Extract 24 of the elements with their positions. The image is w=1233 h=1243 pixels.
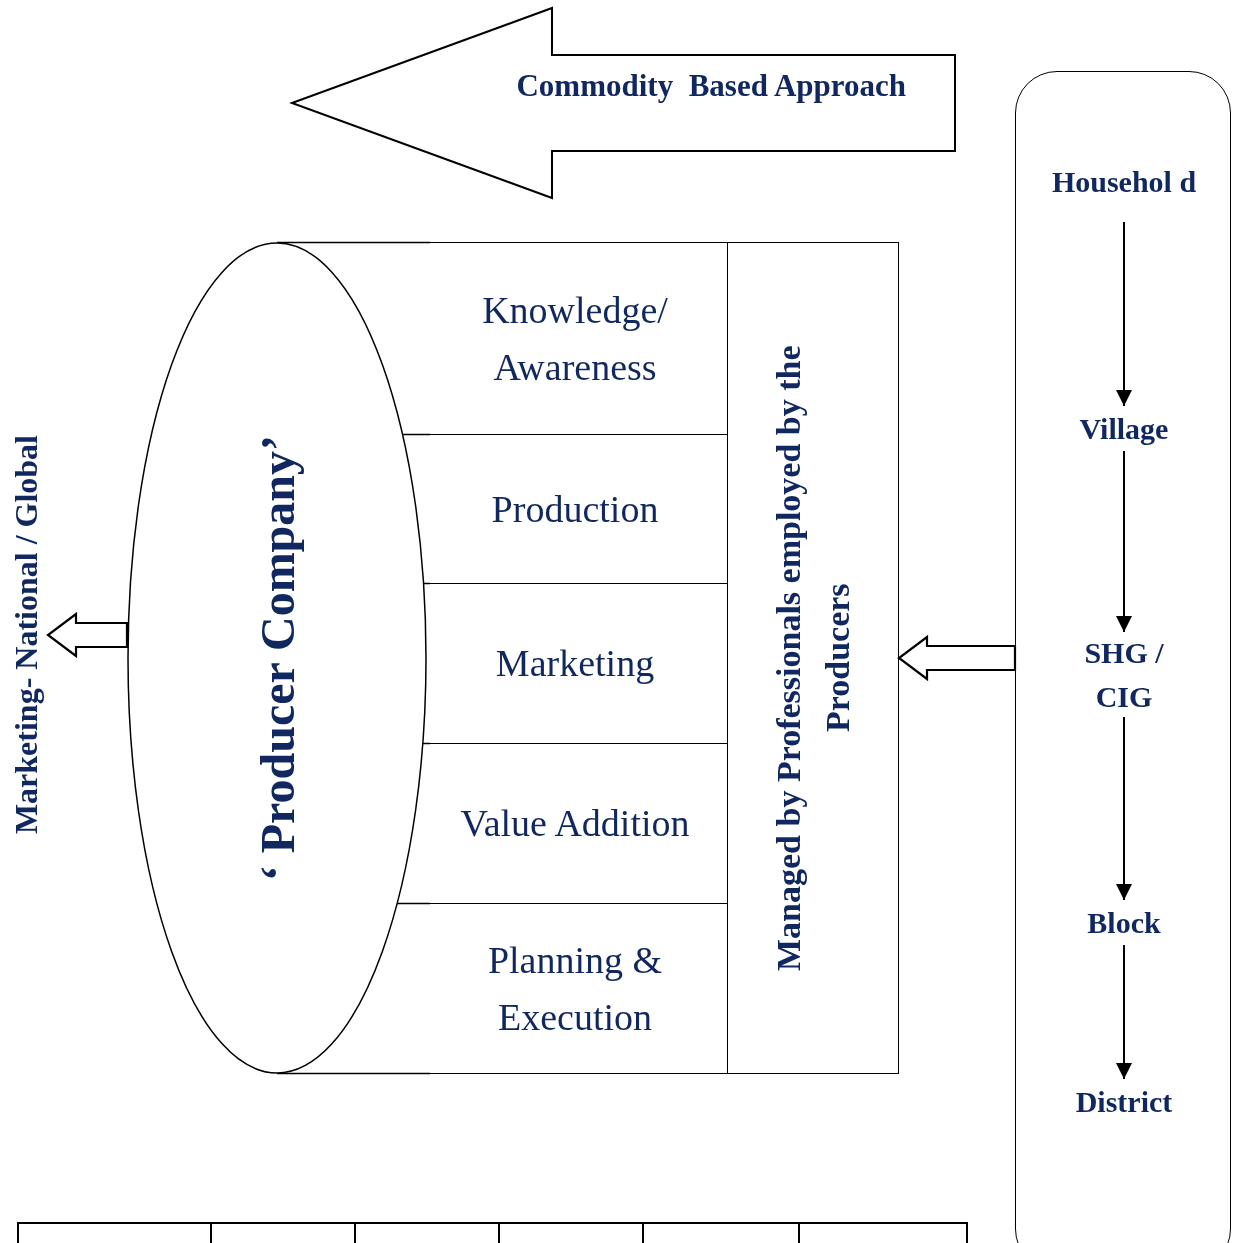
arrow [1116, 944, 1132, 1080]
arrow [1116, 450, 1132, 633]
arrow [1116, 716, 1132, 901]
node-label: ‘ Producer Company’ [249, 434, 305, 882]
column-label: Managed by Professionals employed by the Producers [768, 344, 857, 973]
process-column [727, 242, 899, 1074]
cell-label: Knowledge/ Awareness [481, 287, 669, 390]
block-arrow [897, 634, 1017, 682]
cell-label: Production [491, 486, 659, 532]
cell-label: Planning & Execution [486, 937, 664, 1040]
arrow-label: Commodity Based Approach [516, 68, 906, 104]
process-cell [429, 903, 727, 1074]
arrow [1116, 221, 1132, 407]
level-label: Block [1087, 904, 1161, 941]
cell-label: Marketing [495, 641, 655, 686]
ellipse [127, 242, 427, 1074]
block-arrow [46, 611, 129, 659]
cell-label: Value Addition [460, 801, 690, 846]
level-label: SHG / CIG [1083, 635, 1165, 715]
level-label: District [1075, 1083, 1173, 1120]
level-label: Village [1079, 410, 1169, 447]
vertical-label: Marketing- National / Global [7, 435, 45, 835]
block-arrow-shape [290, 6, 958, 200]
level-label: Househol d [1051, 164, 1197, 201]
